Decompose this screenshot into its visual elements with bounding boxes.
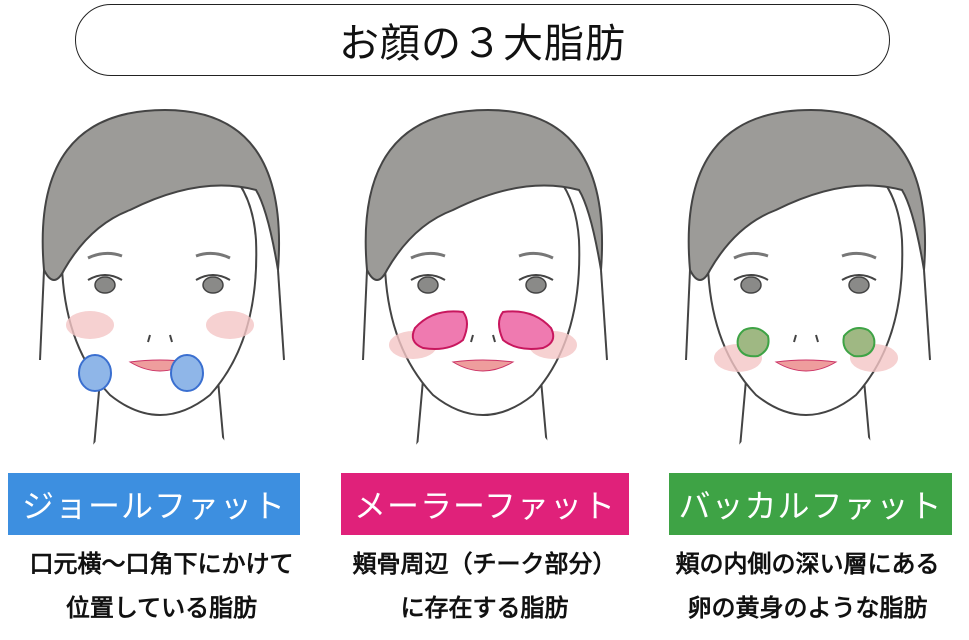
description-buccal-fat: 頬の内側の深い層にある 卵の黄身のような脂肪 (675, 550, 940, 622)
page-title: お顔の３大脂肪 (339, 21, 626, 67)
panel-malar-fat: メーラーファット 頬骨周辺（チーク部分） に存在する脂肪 (323, 90, 646, 640)
jowl-fat-right-marker (170, 354, 204, 392)
face-illustration (362, 108, 608, 470)
description-malar-fat: 頬骨周辺（チーク部分） に存在する脂肪 (352, 550, 617, 622)
malar-fat-left-marker (411, 310, 468, 350)
face-illustration (685, 108, 931, 470)
malar-fat-right-marker (498, 310, 555, 350)
face-illustration (39, 108, 285, 470)
label-jowl-fat: ジョールファット (8, 473, 300, 535)
panel-buccal-fat: バッカルファット 頬の内側の深い層にある 卵の黄身のような脂肪 (646, 90, 969, 640)
description-jowl-fat: 口元横〜口角下にかけて 位置している脂肪 (29, 550, 294, 622)
panel-jowl-fat: ジョールファット 口元横〜口角下にかけて 位置している脂肪 (0, 90, 323, 640)
jowl-fat-left-marker (78, 354, 112, 392)
buccal-fat-left-marker (736, 327, 770, 358)
buccal-fat-right-marker (842, 327, 876, 358)
label-buccal-fat: バッカルファット (669, 473, 952, 535)
title-banner: お顔の３大脂肪 (75, 4, 890, 76)
label-malar-fat: メーラーファット (341, 473, 629, 535)
